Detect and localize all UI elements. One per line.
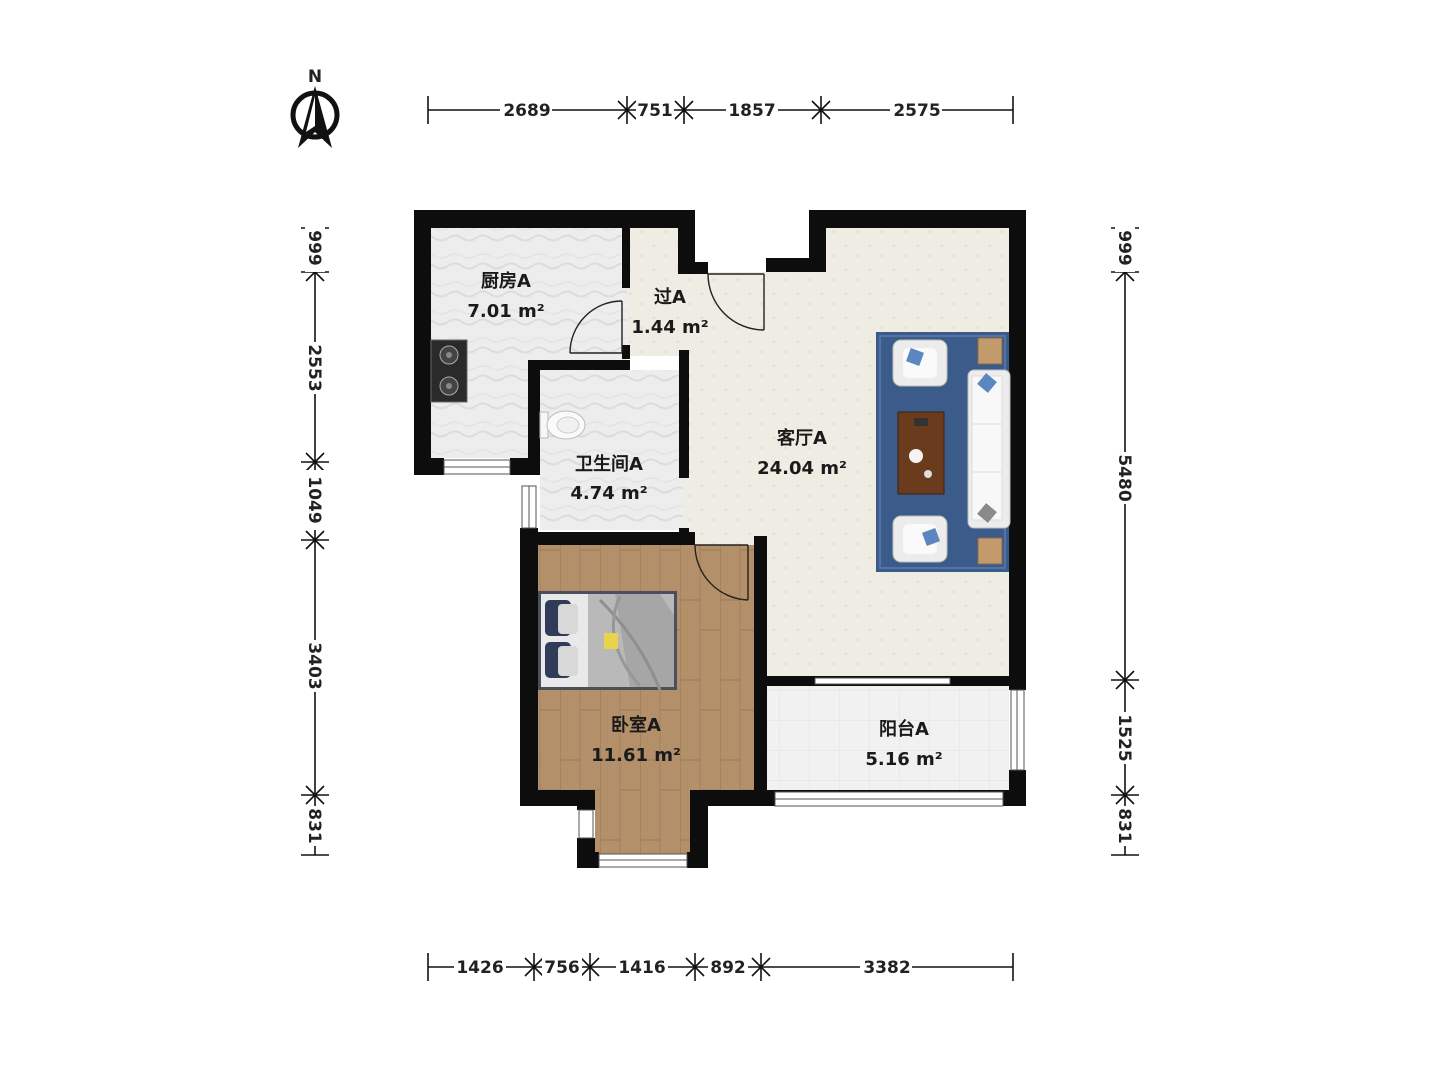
dim-top-3: 1857 bbox=[728, 101, 775, 121]
dim-bottom-2: 756 bbox=[544, 958, 580, 978]
dim-right-1: 999 bbox=[1114, 230, 1134, 266]
dimension-tick-mark bbox=[305, 530, 325, 550]
dimension-tick-mark bbox=[1115, 785, 1135, 805]
toilet-icon bbox=[539, 410, 586, 440]
passage-name: 过A bbox=[654, 286, 686, 308]
kitchen-name: 厨房A bbox=[481, 270, 531, 292]
side-table-icon bbox=[977, 337, 1003, 365]
coffee-table-icon bbox=[897, 411, 945, 495]
passage-floor bbox=[627, 228, 683, 356]
dimension-tick-mark bbox=[811, 100, 831, 120]
armchair-icon bbox=[892, 339, 948, 387]
dim-left-4: 3403 bbox=[304, 642, 324, 689]
balcony-floor bbox=[766, 686, 1009, 792]
dimension-tick-mark bbox=[524, 957, 544, 977]
dimension-tick-mark bbox=[674, 100, 694, 120]
dim-top-2: 751 bbox=[637, 101, 673, 121]
balcony-name: 阳台A bbox=[879, 718, 929, 740]
bedroom-name: 卧室A bbox=[611, 714, 661, 736]
sofa-icon bbox=[967, 369, 1011, 529]
dimension-left bbox=[301, 227, 329, 856]
dim-right-2: 5480 bbox=[1114, 454, 1134, 501]
dim-left-2: 2553 bbox=[304, 344, 324, 391]
dim-left-1: 999 bbox=[304, 230, 324, 266]
dimension-tick-mark bbox=[580, 957, 600, 977]
living-area: 24.04 m² bbox=[757, 458, 847, 479]
dim-right-4: 831 bbox=[1114, 808, 1134, 844]
dim-left-3: 1049 bbox=[304, 476, 324, 523]
bedroom-area: 11.61 m² bbox=[591, 745, 681, 766]
kitchen-area: 7.01 m² bbox=[467, 301, 544, 322]
dim-bottom-1: 1426 bbox=[456, 958, 503, 978]
bathroom-name: 卫生间A bbox=[575, 453, 643, 475]
dimension-tick-mark bbox=[685, 957, 705, 977]
dim-top-4: 2575 bbox=[893, 101, 940, 121]
dim-bottom-4: 892 bbox=[710, 958, 746, 978]
windows bbox=[443, 459, 1025, 868]
dimension-tick-mark bbox=[305, 452, 325, 472]
side-table-icon bbox=[977, 537, 1003, 565]
compass-label: N bbox=[308, 67, 322, 87]
gas-stove-icon bbox=[430, 339, 468, 403]
dimension-tick-mark bbox=[751, 957, 771, 977]
dimension-tick-mark bbox=[617, 100, 637, 120]
dimension-tick-mark bbox=[305, 785, 325, 805]
passage-area: 1.44 m² bbox=[631, 317, 708, 338]
dim-bottom-3: 1416 bbox=[618, 958, 665, 978]
dimension-tick-mark bbox=[1115, 670, 1135, 690]
dim-top-1: 2689 bbox=[503, 101, 550, 121]
living-room-furniture bbox=[876, 332, 1011, 572]
bathroom-area: 4.74 m² bbox=[570, 483, 647, 504]
armchair-icon bbox=[892, 515, 948, 563]
dim-left-5: 831 bbox=[304, 808, 324, 844]
balcony-area: 5.16 m² bbox=[865, 749, 942, 770]
north-arrow-icon: N bbox=[290, 67, 340, 148]
bed-icon bbox=[538, 591, 677, 691]
bathroom-floor bbox=[540, 370, 684, 530]
dim-bottom-5: 3382 bbox=[863, 958, 910, 978]
living-name: 客厅A bbox=[777, 427, 827, 449]
doors bbox=[569, 273, 765, 601]
dim-right-3: 1525 bbox=[1114, 714, 1134, 761]
